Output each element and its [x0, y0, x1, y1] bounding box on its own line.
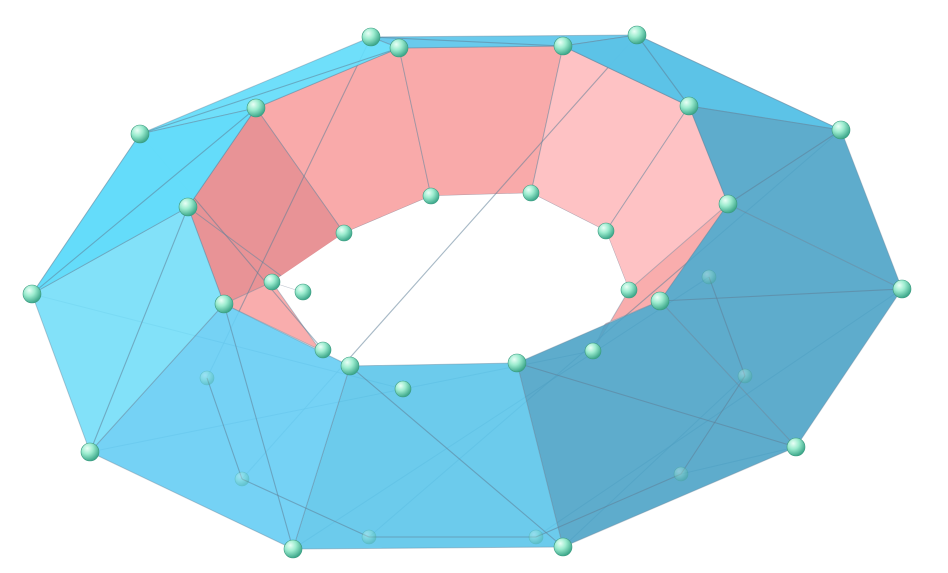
vertex-outer — [130, 124, 150, 144]
vertex-inner-upper — [389, 38, 409, 58]
vertex-inner-lower — [597, 222, 615, 240]
vertex-outer — [283, 539, 303, 559]
vertex-outer — [553, 537, 573, 557]
vertex-hidden — [701, 269, 717, 285]
face-edge — [727, 129, 842, 205]
face-edge — [516, 362, 797, 448]
inner-wall-faces — [187, 45, 729, 366]
vertex-markers — [22, 25, 912, 559]
vertex-inner-lower — [335, 224, 353, 242]
face-edge — [636, 34, 690, 107]
vertex-inner-upper — [340, 356, 360, 376]
face-edge — [241, 478, 370, 538]
vertex-outer — [786, 437, 806, 457]
vertex-hidden — [737, 368, 753, 384]
face-edge — [223, 303, 294, 550]
vertex-inner-upper — [650, 291, 670, 311]
face-edge — [370, 36, 564, 47]
vertex-inner-upper — [246, 98, 266, 118]
vertex-inner-lower — [263, 273, 281, 291]
face-edge — [206, 377, 243, 480]
face-edge — [680, 375, 746, 475]
vertex-inner-lower — [620, 281, 638, 299]
vertex-inner-lower — [584, 342, 602, 360]
vertex-inner-upper — [507, 353, 527, 373]
vertex-inner-lower — [422, 187, 440, 205]
vertex-inner-upper — [679, 96, 699, 116]
vertex-hidden — [673, 466, 689, 482]
vertex-inner-upper — [718, 194, 738, 214]
vertex-hidden — [361, 529, 377, 545]
vertex-outer — [627, 25, 647, 45]
vertex-inner-lower — [294, 283, 312, 301]
vertex-hidden — [234, 471, 250, 487]
vertex-hidden — [528, 529, 544, 545]
vertex-inner-upper — [214, 294, 234, 314]
vertex-outer — [361, 27, 381, 47]
vertex-inner-upper — [553, 36, 573, 56]
outer-faces — [31, 34, 903, 550]
face-edge — [349, 365, 564, 548]
face-edge — [89, 206, 189, 453]
vertex-inner-lower — [394, 380, 412, 398]
face-edge — [535, 473, 682, 538]
vertex-outer — [80, 442, 100, 462]
vertex-outer — [892, 279, 912, 299]
torus-hole — [272, 193, 629, 366]
face-edge — [31, 107, 257, 295]
vertex-inner-lower — [314, 341, 332, 359]
vertex-inner-lower — [522, 184, 540, 202]
face-edge — [659, 288, 903, 302]
vertex-hidden — [199, 370, 215, 386]
face-edge — [708, 276, 746, 377]
vertex-inner-upper — [178, 197, 198, 217]
face-edge — [139, 47, 400, 135]
vertex-outer — [831, 120, 851, 140]
vertex-outer — [22, 284, 42, 304]
